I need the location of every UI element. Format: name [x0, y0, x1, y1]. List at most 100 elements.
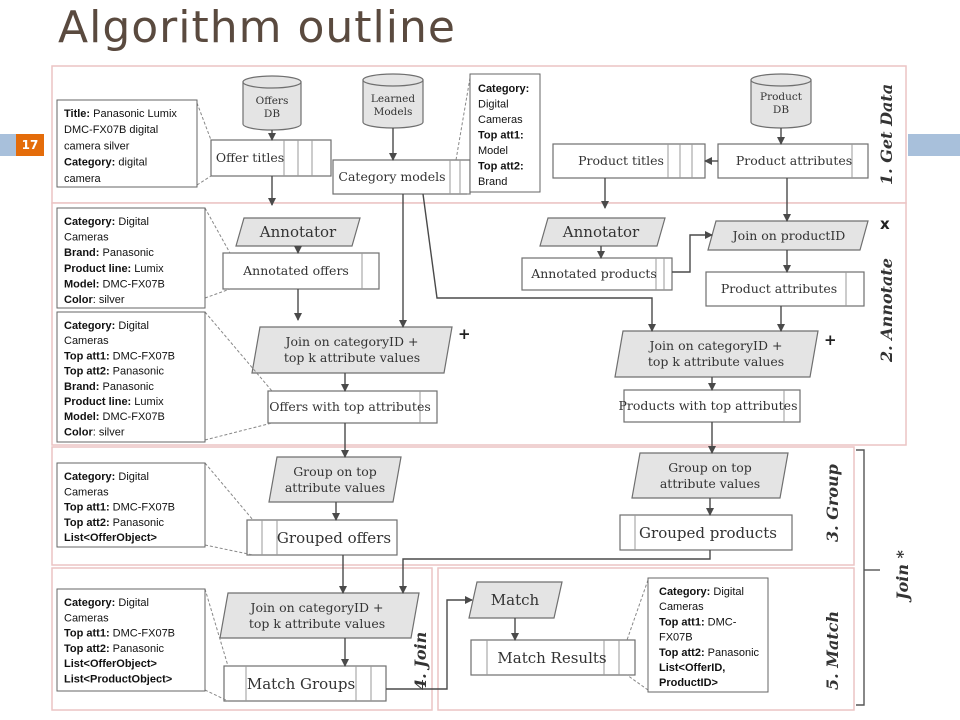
join-category-left-label-2: top k attribute values — [284, 350, 420, 365]
join-category-bottom-label-1: Join on categoryID + — [249, 600, 384, 615]
note-match-group-frame — [56, 588, 206, 692]
note-line: Top att2: — [478, 161, 524, 173]
note-line: List<OfferObject> — [64, 658, 157, 670]
note-line: Top att2: Panasonic — [64, 366, 165, 378]
note-line: Top att1: DMC-FX07B — [64, 350, 175, 362]
accent-bar-left — [0, 134, 16, 156]
offers-db-cylinder: Offers DB — [242, 75, 302, 131]
note-line: ProductID> — [659, 677, 718, 689]
note-line: Top att2: Panasonic — [659, 647, 760, 659]
note-line: Top att1: DMC-FX07B — [64, 628, 175, 640]
plus-mark-right: + — [824, 331, 837, 349]
join-category-bottom-shape: Join on categoryID + top k attribute val… — [219, 592, 420, 639]
grouped-products-label: Grouped products — [639, 524, 777, 542]
annotated-products-box: Annotated products — [521, 257, 673, 291]
note-line: Top att1: DMC- — [659, 616, 737, 628]
note-line: List<ProductObject> — [64, 674, 172, 686]
stage-label-join: 4. Join — [411, 632, 430, 690]
note-line: Model — [478, 145, 508, 157]
accent-bar-right — [908, 134, 960, 156]
note-line: camera — [64, 173, 102, 185]
note-line: Cameras — [64, 232, 109, 244]
join-on-productid-shape: Join on productID — [707, 220, 869, 251]
join-category-right-label-2: top k attribute values — [648, 354, 784, 369]
join-category-bottom-label-2: top k attribute values — [249, 616, 385, 631]
flow-arrows — [268, 128, 791, 690]
note-match-result-frame — [647, 577, 769, 693]
annotator-right-shape: Annotator — [539, 217, 666, 247]
category-models-label: Category models — [338, 169, 445, 184]
slide-number: 17 — [16, 134, 44, 156]
stage-label-match: 5. Match — [823, 611, 842, 690]
plus-mark-left: + — [458, 325, 471, 343]
match-shape: Match — [468, 581, 563, 619]
product-db-label-1: Product — [760, 91, 803, 103]
note-line: List<OfferObject> — [64, 532, 157, 544]
group-left-shape: Group on top attribute values — [268, 456, 402, 503]
cross-mark: x — [880, 215, 890, 233]
group-left-label-1: Group on top — [293, 464, 377, 479]
product-titles-label: Product titles — [578, 153, 664, 168]
join-category-right-shape: Join on categoryID + top k attribute val… — [614, 330, 819, 378]
annotated-products-label: Annotated products — [530, 266, 657, 281]
join-category-left-shape: Join on categoryID + top k attribute val… — [251, 326, 453, 374]
product-titles-box: Product titles — [552, 143, 706, 179]
group-right-label-2: attribute values — [660, 476, 760, 491]
products-top-attributes-box: Products with top attributes — [618, 389, 801, 423]
note-line: Cameras — [64, 486, 109, 498]
offers-top-attributes-label: Offers with top attributes — [269, 399, 431, 414]
learned-models-cylinder: Learned Models — [362, 73, 424, 129]
learned-models-label-2: Models — [374, 106, 413, 118]
note-offer-example-frame — [56, 99, 198, 188]
note-line: Product line: Lumix — [64, 263, 164, 275]
note-line: Digital — [478, 99, 509, 111]
note-line: Brand — [478, 176, 507, 188]
learned-models-label-1: Learned — [371, 93, 415, 105]
note-line: Category: — [478, 83, 529, 95]
match-results-label: Match Results — [497, 649, 606, 667]
note-line: Color: silver — [64, 294, 125, 306]
product-attributes-mid-box: Product attributes — [705, 271, 865, 307]
product-db-label-2: DB — [773, 104, 789, 116]
grouped-offers-box: Grouped offers — [246, 519, 398, 556]
annotated-offers-label: Annotated offers — [242, 263, 349, 278]
join-category-right-label-1: Join on categoryID + — [648, 338, 783, 353]
stage-label-group: 3. Group — [823, 464, 842, 542]
match-groups-box: Match Groups — [223, 665, 387, 702]
offers-db-label-2: DB — [264, 108, 280, 120]
note-line: Top att2: Panasonic — [64, 643, 165, 655]
grouped-offers-label: Grouped offers — [277, 529, 391, 547]
note-line: List<OfferID, — [659, 662, 725, 674]
match-label: Match — [491, 591, 540, 609]
annotator-left-label: Annotator — [259, 223, 337, 241]
category-models-box: Category models — [332, 159, 471, 195]
note-line: Cameras — [64, 612, 109, 624]
match-groups-label: Match Groups — [247, 675, 355, 693]
note-line: Product line: Lumix — [64, 396, 164, 408]
note-line: Top att1: — [478, 130, 524, 142]
offer-titles-box: Offer titles — [210, 139, 332, 177]
note-line: Title: Panasonic Lumix — [64, 108, 177, 120]
products-top-attributes-label: Products with top attributes — [618, 398, 797, 413]
join-category-left-label-1: Join on categoryID + — [284, 334, 419, 349]
grouped-products-box: Grouped products — [619, 514, 793, 551]
note-line: Category: Digital — [64, 216, 149, 228]
note-line: FX07B — [659, 632, 693, 644]
note-line: Model: DMC-FX07B — [64, 411, 165, 423]
note-line: Brand: Panasonic — [64, 247, 154, 259]
group-left-label-2: attribute values — [285, 480, 385, 495]
join-star-bracket — [856, 449, 865, 706]
note-connectors — [196, 77, 649, 702]
note-offer-top-attributes-frame — [56, 311, 206, 443]
annotated-offers-box: Annotated offers — [222, 252, 380, 290]
note-line: Cameras — [478, 114, 523, 126]
note-line: Brand: Panasonic — [64, 381, 154, 393]
annotator-left-shape: Annotator — [235, 217, 361, 247]
slide-title: Algorithm outline — [58, 2, 456, 53]
product-attributes-top-label: Product attributes — [736, 153, 852, 168]
